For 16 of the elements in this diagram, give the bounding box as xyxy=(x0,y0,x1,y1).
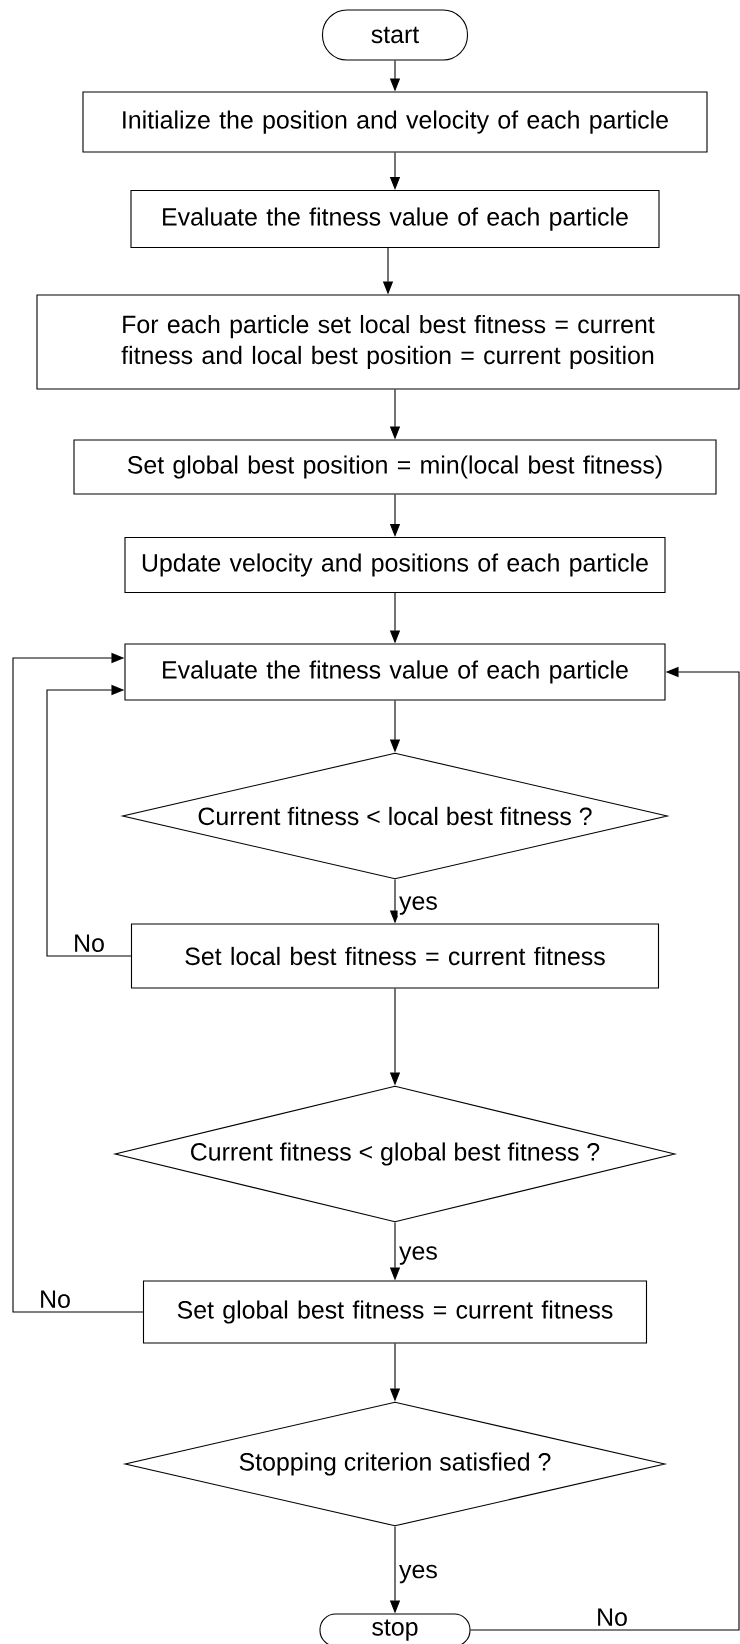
process-box: For each particle set local best fitness = current fitness and local best position = current position xyxy=(36,294,740,390)
process-box: Set local best fitness = current fitness xyxy=(130,923,660,989)
edge-label: yes xyxy=(397,1563,440,1585)
arrow xyxy=(12,652,144,1313)
edge-label: No xyxy=(37,1289,73,1310)
process-box: Set global best fitness = current fitness xyxy=(142,1280,648,1344)
process-box: Initialize the position and velocity of each particle xyxy=(82,91,708,153)
edge-label: No xyxy=(71,933,107,954)
process-box: Evaluate the fitness value of each particle xyxy=(124,643,666,701)
process-box: Update velocity and positions of each particle xyxy=(124,536,666,594)
process-box: Set global best position = min(local best fitness) xyxy=(73,439,717,495)
edge-label: No xyxy=(594,1607,630,1628)
arrow xyxy=(46,684,132,957)
edge-label: yes xyxy=(397,894,440,917)
process-box: Evaluate the fitness value of each particle xyxy=(130,189,660,249)
edge-label: yes xyxy=(397,1244,440,1267)
